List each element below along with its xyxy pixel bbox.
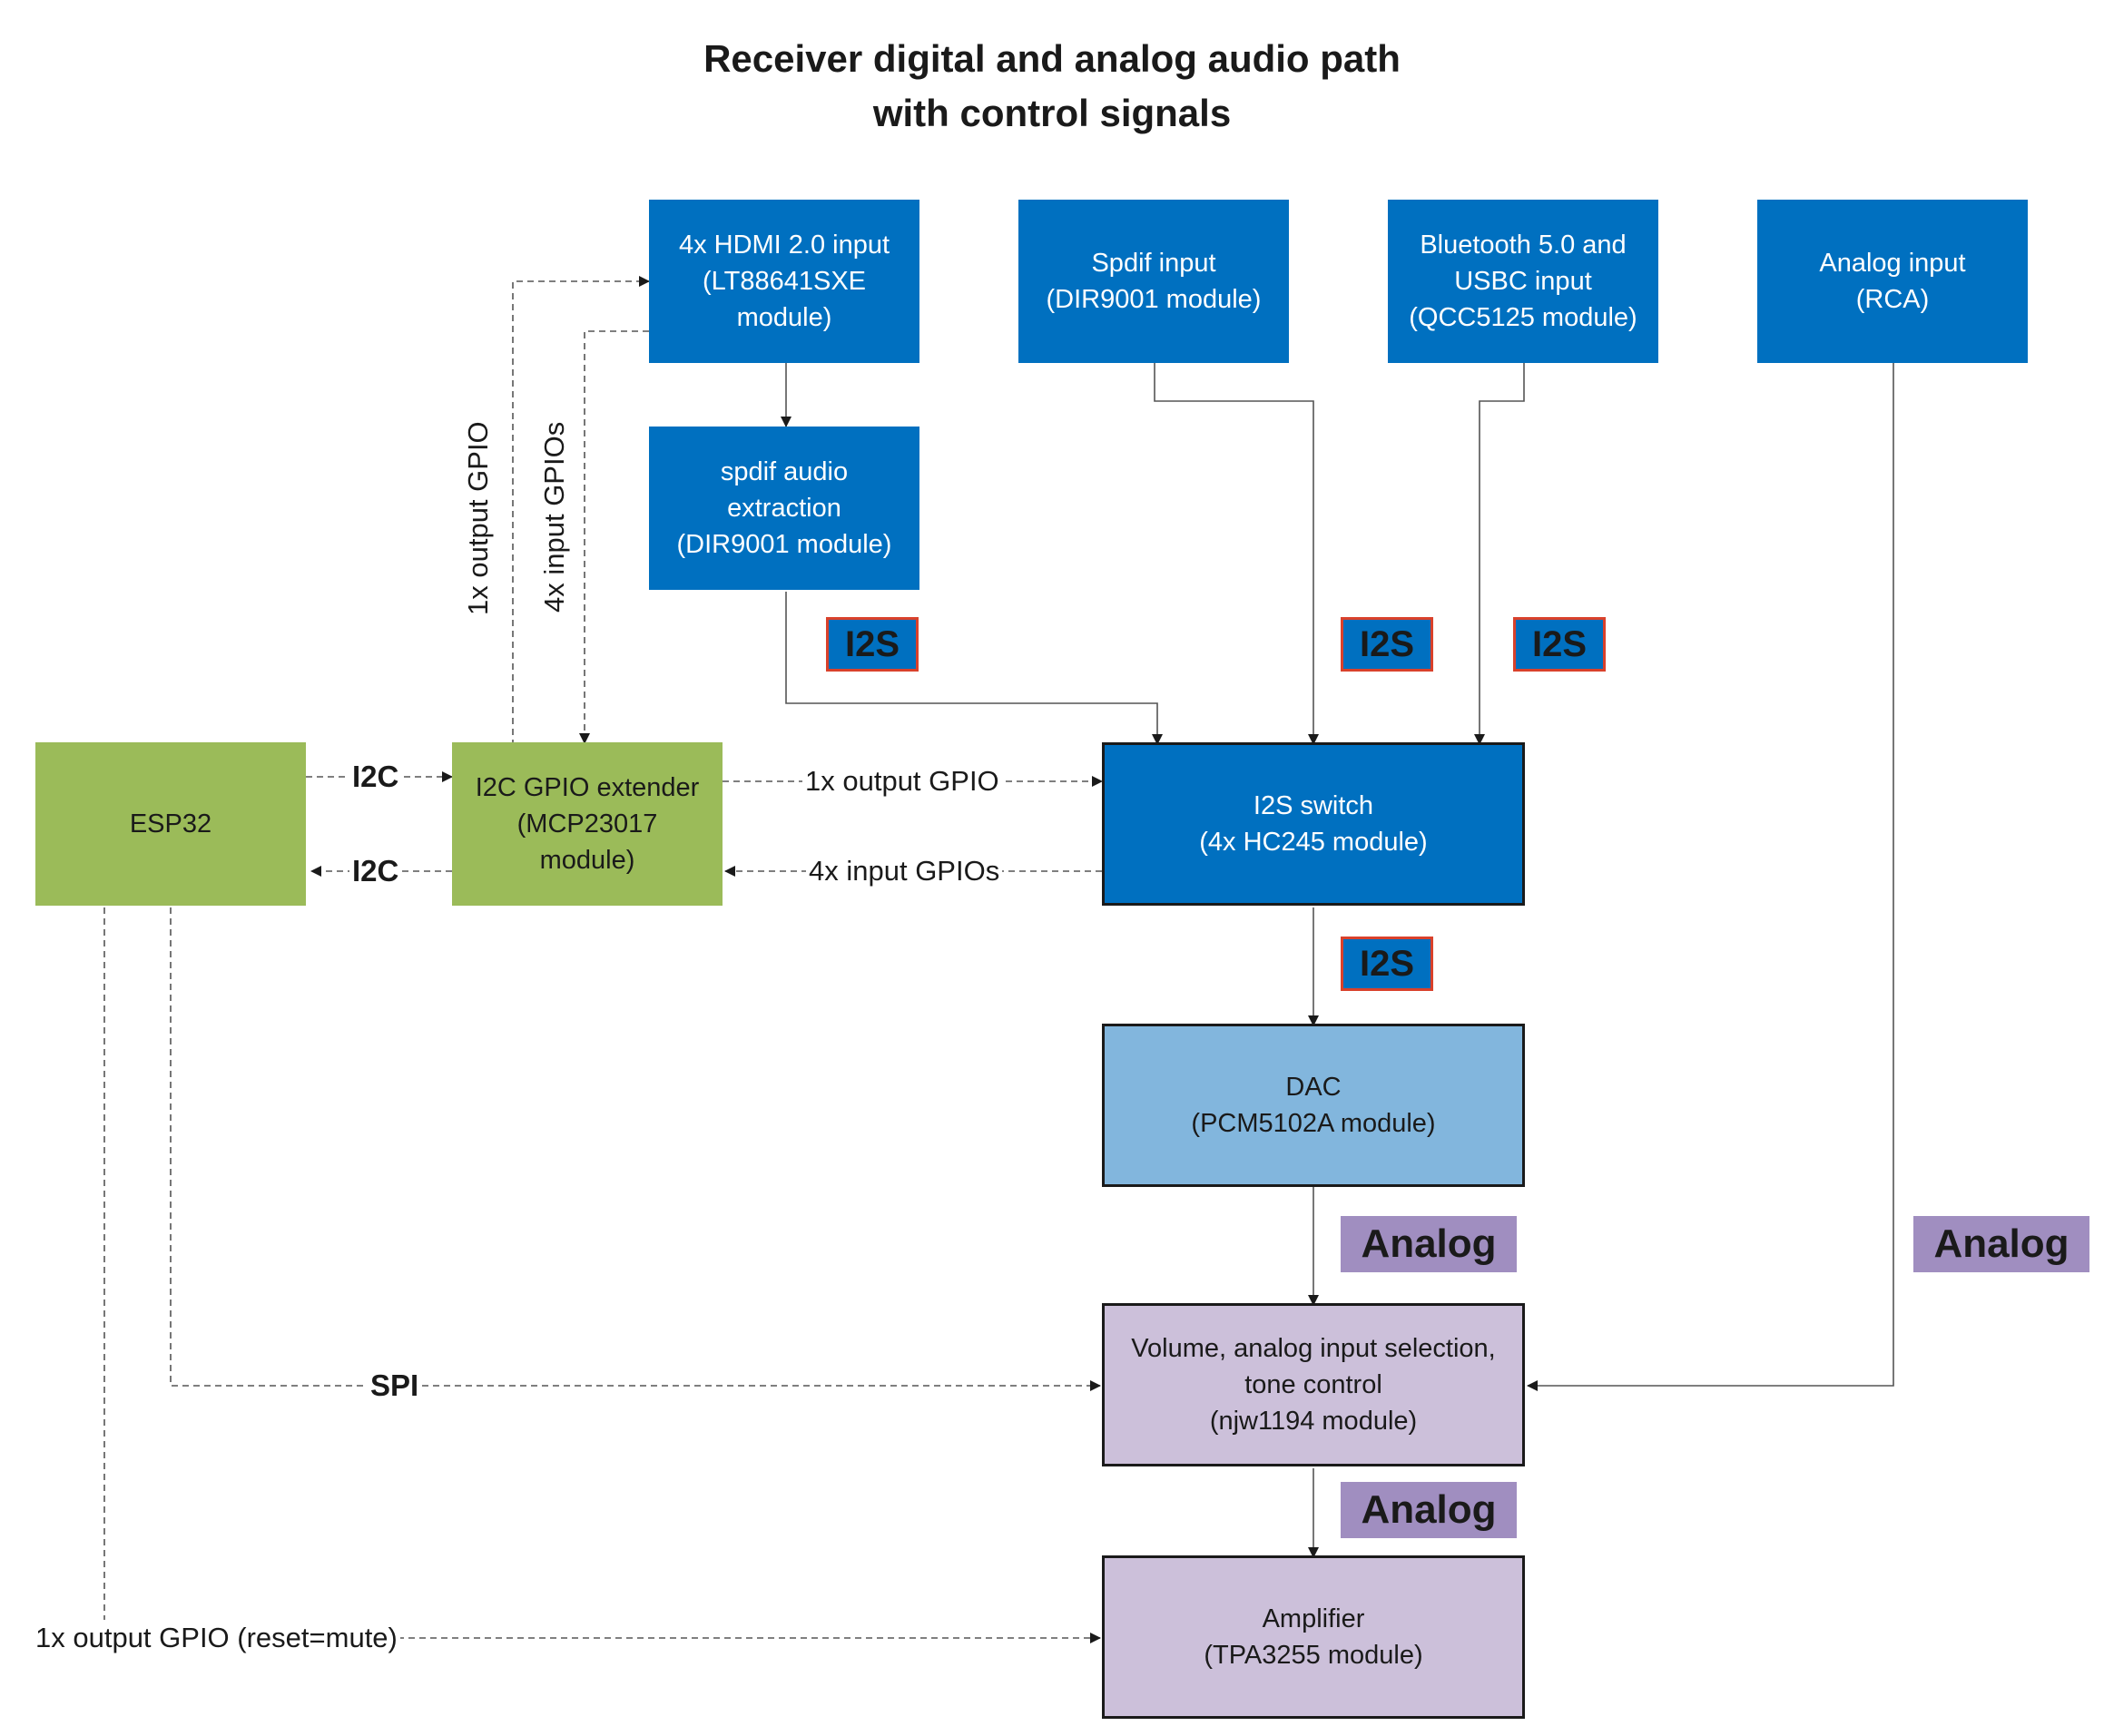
esp32-mute-line: [103, 907, 1101, 1643]
i2c-label-top: I2C: [349, 759, 402, 795]
hdmi-to-extender-line: [579, 330, 649, 744]
bluetooth-to-switch-line: [1474, 363, 1525, 745]
vertical-output-gpio-label: 1x output GPIO: [462, 421, 494, 615]
output-gpio-label: 1x output GPIO: [802, 763, 1002, 799]
esp32-block: ESP32: [35, 742, 306, 906]
vertical-input-gpios-label: 4x input GPIOs: [538, 421, 570, 613]
amplifier-block: Amplifier (TPA3255 module): [1102, 1555, 1525, 1719]
analog-tag-rca: Analog: [1913, 1216, 2089, 1272]
i2s-switch-block: I2S switch (4x HC245 module): [1102, 742, 1525, 906]
i2s-tag-spdif: I2S: [1341, 617, 1433, 672]
i2s-tag-bluetooth: I2S: [1513, 617, 1606, 672]
i2s-tag-extraction: I2S: [826, 617, 919, 672]
dac-block: DAC (PCM5102A module): [1102, 1024, 1525, 1187]
i2c-label-bottom: I2C: [349, 853, 402, 889]
spi-label: SPI: [368, 1368, 422, 1404]
analog-tag-dac-out: Analog: [1341, 1216, 1517, 1272]
gpio-extender-block: I2C GPIO extender (MCP23017 module): [452, 742, 723, 906]
diagram-title-line-2: with control signals: [872, 92, 1232, 134]
volume-control-block: Volume, analog input selection, tone con…: [1102, 1303, 1525, 1466]
mute-gpio-label: 1x output GPIO (reset=mute): [33, 1620, 400, 1656]
extender-to-hdmi-line: [512, 276, 650, 746]
esp32-spi-line: [170, 907, 1101, 1391]
analog-input-to-volume-line: [1527, 363, 1894, 1391]
analog-input-block: Analog input (RCA): [1757, 200, 2028, 363]
diagram-title-line-1: Receiver digital and analog audio path: [703, 37, 1401, 80]
analog-tag-volume-out: Analog: [1341, 1482, 1517, 1538]
input-gpios-label: 4x input GPIOs: [806, 853, 1003, 889]
i2s-tag-switch-out: I2S: [1341, 937, 1433, 991]
spdif-input-block: Spdif input (DIR9001 module): [1018, 200, 1289, 363]
bluetooth-input-block: Bluetooth 5.0 and USBC input (QCC5125 mo…: [1388, 200, 1658, 363]
extraction-to-switch-line: [785, 592, 1163, 745]
spdif-extraction-block: spdif audio extraction (DIR9001 module): [649, 427, 919, 590]
spdif-to-switch-line: [1154, 363, 1319, 745]
hdmi-input-block: 4x HDMI 2.0 input (LT88641SXE module): [649, 200, 919, 363]
